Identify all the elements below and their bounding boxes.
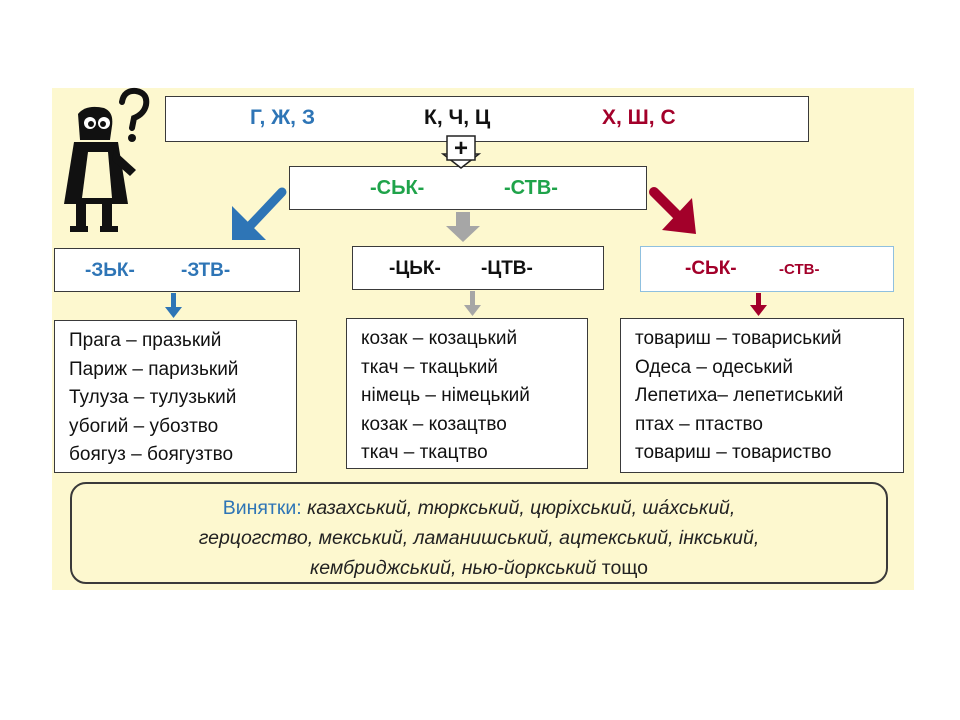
exceptions-line-1: Винятки: казахський, тюркський, цюріхськ… bbox=[72, 493, 886, 523]
consonants-right: Х, Ш, С bbox=[602, 106, 676, 129]
arrow-left-icon bbox=[232, 187, 287, 240]
suffix-zk: -ЗЬК- bbox=[85, 260, 135, 281]
exceptions-text-1: казахський, тюркський, цюріхський, ша́хс… bbox=[307, 497, 736, 519]
exceptions-line-2: герцогство, мекський, ламанишський, ацте… bbox=[72, 523, 886, 553]
question-mark-icon bbox=[119, 87, 150, 142]
consonants-left: Г, Ж, З bbox=[250, 106, 316, 129]
plus-arrow: + bbox=[440, 135, 482, 169]
consonants-box: Г, Ж, З К, Ч, Ц Х, Ш, С bbox=[165, 96, 809, 142]
suffix-ztv: -ЗТВ- bbox=[181, 260, 231, 281]
arrow-right-icon bbox=[649, 187, 696, 234]
exceptions-text-2: герцогство, мекський, ламанишський, ацте… bbox=[198, 527, 760, 549]
suffix-tsk: -ЦЬК- bbox=[389, 258, 441, 279]
suffix-stv: -СТВ- bbox=[779, 261, 820, 278]
list-item: ткач – ткацький bbox=[361, 356, 498, 378]
confused-figure-icon bbox=[64, 106, 136, 232]
list-item: Одеса – одеський bbox=[635, 356, 793, 378]
base-suffix-sk: -СЬК- bbox=[370, 177, 425, 199]
examples-center: козак – козацький ткач – ткацький німець… bbox=[346, 318, 588, 469]
list-item: убогий – убозтво bbox=[69, 415, 219, 437]
list-item: німець – німецький bbox=[361, 385, 530, 406]
suffix-sk: -СЬК- bbox=[685, 258, 737, 279]
base-suffix-stv: -СТВ- bbox=[504, 177, 558, 199]
arrow-down-left-icon bbox=[165, 293, 182, 318]
exceptions-label: Винятки: bbox=[222, 497, 302, 519]
plus-sign: + bbox=[454, 135, 468, 162]
list-item: козак – козацтво bbox=[361, 413, 507, 435]
exceptions-line-3: кембриджський, нью-йоркський тощо bbox=[72, 553, 886, 583]
list-item: товариш – товариський bbox=[635, 328, 842, 349]
scheme-panel: Г, Ж, З К, Ч, Ц Х, Ш, С -СЬК- -СТВ- -ЗЬК… bbox=[52, 87, 914, 590]
list-item: боягуз – боягузтво bbox=[69, 444, 234, 465]
arrow-down-center-icon bbox=[464, 291, 481, 316]
exceptions-text-3-tail: тощо bbox=[596, 557, 648, 579]
suffix-box-left: -ЗЬК- -ЗТВ- bbox=[54, 248, 300, 292]
arrow-center-icon bbox=[446, 212, 480, 242]
exceptions-box: Винятки: казахський, тюркський, цюріхськ… bbox=[70, 482, 888, 584]
list-item: Париж – паризький bbox=[69, 358, 239, 380]
list-item: Лепетиха– лепетиський bbox=[635, 385, 844, 406]
list-item: ткач – ткацтво bbox=[361, 442, 488, 463]
list-item: товариш – товариство bbox=[635, 442, 832, 463]
consonants-center: К, Ч, Ц bbox=[424, 106, 491, 129]
list-item: птах – птаство bbox=[635, 413, 763, 435]
arrow-down-right-icon bbox=[750, 293, 767, 316]
suffix-box-right: -СЬК- -СТВ- bbox=[640, 246, 894, 292]
suffix-box-center: -ЦЬК- -ЦТВ- bbox=[352, 246, 604, 290]
suffix-tstv: -ЦТВ- bbox=[481, 258, 533, 279]
examples-right: товариш – товариський Одеса – одеський Л… bbox=[620, 318, 904, 473]
diagram-arrows: + bbox=[64, 87, 767, 318]
examples-left: Прага – празький Париж – паризький Тулуз… bbox=[54, 320, 297, 473]
base-suffix-box: -СЬК- -СТВ- bbox=[289, 166, 647, 210]
exceptions-text-3: кембриджський, нью-йоркський bbox=[309, 557, 597, 579]
list-item: Прага – празький bbox=[69, 330, 222, 351]
list-item: козак – козацький bbox=[361, 328, 518, 349]
list-item: Тулуза – тулузький bbox=[69, 387, 237, 408]
